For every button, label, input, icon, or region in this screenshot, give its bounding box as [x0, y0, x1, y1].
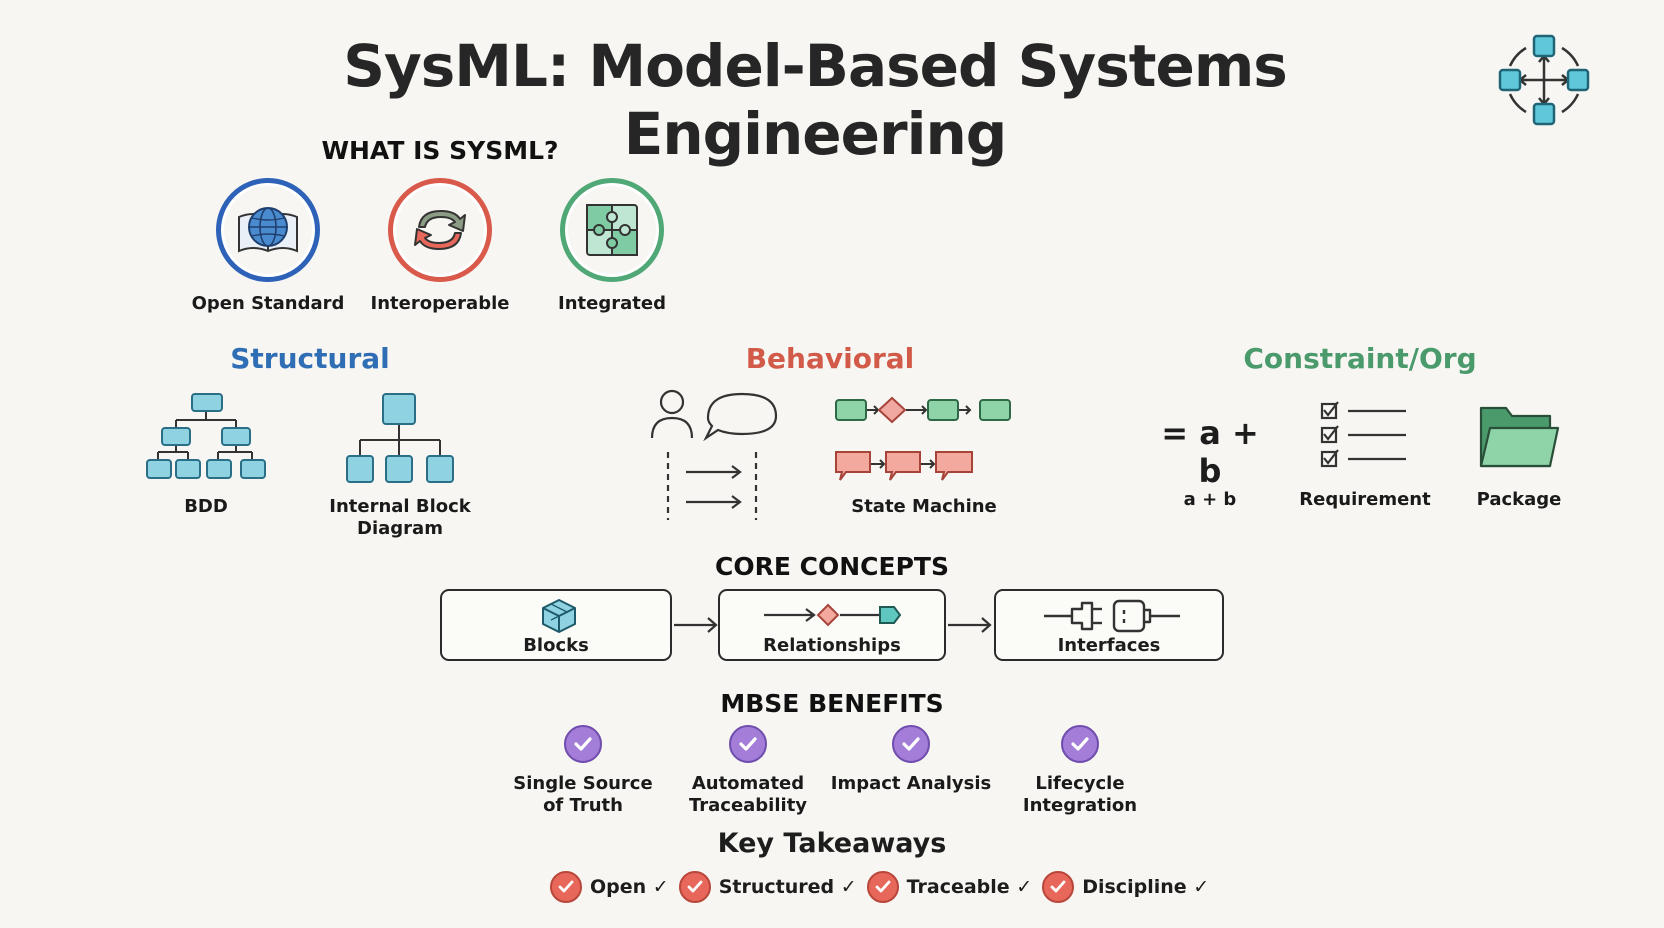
core-concepts-heading: CORE CONCEPTS [715, 552, 949, 581]
takeaway-label: Open ✓ [590, 876, 669, 898]
benefit-line1: Single Source [513, 773, 653, 794]
takeaway-label: Traceable ✓ [906, 876, 1033, 898]
equation-label: a + b [1183, 489, 1237, 510]
benefit-line2: Traceability [688, 795, 808, 816]
benefit-item: Lifecycle Integration [1000, 725, 1160, 817]
concept-box-relationships: Relationships [718, 589, 946, 661]
check-icon [550, 871, 582, 903]
plug-icon [1044, 599, 1180, 633]
concept-box-blocks: Blocks [440, 589, 672, 661]
equation-icon: = a + b [1161, 414, 1259, 490]
puzzle-icon [560, 178, 664, 282]
takeaway-item: Structured ✓ [678, 871, 857, 903]
what-is-label-open-standard: Open Standard [191, 293, 345, 314]
checklist-icon [1320, 401, 1406, 468]
takeaway-label: Structured ✓ [718, 876, 857, 898]
globe-book-icon [216, 178, 320, 282]
check-icon [678, 871, 711, 903]
bdd-label: BDD [184, 496, 228, 517]
concept-label-relationships: Relationships [763, 635, 901, 656]
takeaway-item: Traceable ✓ [866, 871, 1033, 903]
page-title: SysML: Model-Based Systems Engineering [343, 32, 1288, 168]
check-icon [729, 725, 767, 763]
takeaway-item: Open ✓ [550, 871, 669, 903]
concept-label-blocks: Blocks [523, 635, 589, 656]
what-is-label-integrated: Integrated [558, 293, 666, 314]
state-machine-icon [835, 396, 1011, 481]
requirement-label: Requirement [1299, 489, 1431, 510]
benefit-line1: Impact Analysis [830, 773, 992, 794]
benefit-item: Automated Traceability [668, 725, 828, 817]
structural-heading: Structural [230, 342, 390, 375]
relationship-icon [764, 603, 902, 627]
takeaway-row: Open ✓ Structured ✓ Traceable ✓ Discipli… [550, 871, 1209, 903]
check-icon [866, 871, 899, 903]
check-icon [1061, 725, 1099, 763]
state-machine-label: State Machine [851, 496, 997, 517]
takeaway-item: Discipline ✓ [1042, 871, 1209, 903]
constraint-heading: Constraint/Org [1243, 342, 1477, 375]
behavioral-heading: Behavioral [745, 342, 915, 375]
package-label: Package [1476, 489, 1562, 510]
ibd-label: Internal Block Diagram [329, 496, 471, 539]
takeaway-label: Discipline ✓ [1082, 876, 1210, 898]
concept-label-interfaces: Interfaces [1057, 635, 1161, 656]
benefit-line1: Automated [691, 773, 805, 794]
benefit-line1: Lifecycle [1035, 773, 1125, 794]
benefit-line2: Integration [1022, 795, 1138, 816]
check-icon [1042, 871, 1075, 903]
check-icon [892, 725, 930, 763]
what-is-heading: WHAT IS SYSML? [321, 136, 559, 165]
folder-icon [1479, 406, 1560, 468]
benefit-item: Impact Analysis [826, 725, 996, 795]
check-icon [564, 725, 602, 763]
concept-box-interfaces: Interfaces [994, 589, 1224, 661]
arrow-right-icon [948, 617, 992, 633]
block-hierarchy-icon [346, 393, 454, 483]
sequence-diagram-icon [650, 389, 778, 520]
sync-arrows-icon [388, 178, 492, 282]
benefits-heading: MBSE BENEFITS [720, 689, 944, 718]
benefit-item: Single Source of Truth [503, 725, 663, 817]
network-logo-icon [1498, 34, 1590, 126]
what-is-label-interoperable: Interoperable [370, 293, 510, 314]
cube-icon [542, 599, 576, 633]
benefit-line2: of Truth [543, 795, 623, 816]
block-tree-icon [146, 393, 266, 479]
takeaways-heading: Key Takeaways [717, 828, 947, 859]
arrow-right-icon [674, 617, 718, 633]
